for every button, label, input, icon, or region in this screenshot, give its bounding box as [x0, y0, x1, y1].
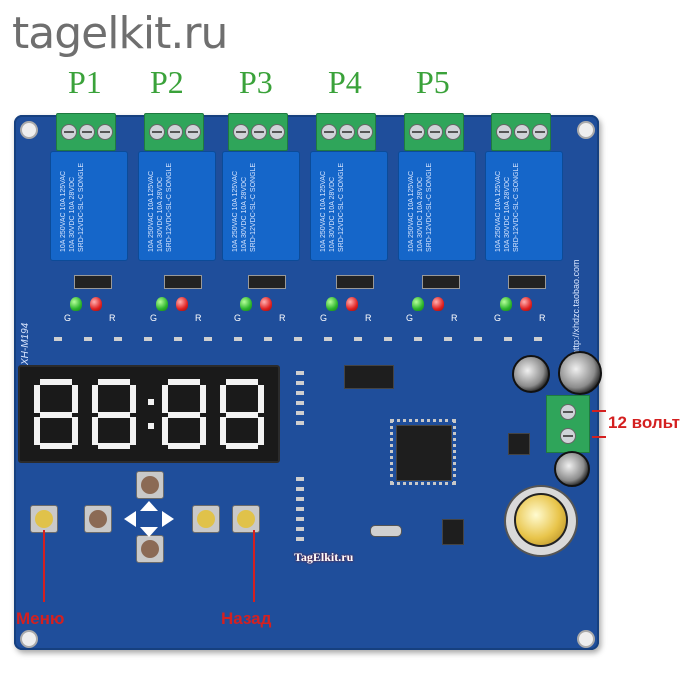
power-pointer-line	[592, 436, 606, 438]
button-5[interactable]	[192, 505, 220, 533]
display-digits-icon	[34, 379, 264, 449]
voltage-regulator	[508, 433, 530, 455]
pcb-board: 10A 250VAC 10A 125VAC 10A 30VDC 10A 28VD…	[14, 113, 602, 650]
transistor-chip	[422, 275, 460, 289]
transistor-chip	[508, 275, 546, 289]
relay-text: 10A 250VAC 10A 125VAC 10A 30VDC 10A 28VD…	[60, 162, 85, 252]
green-led-icon	[326, 297, 338, 311]
battery-icon	[514, 493, 568, 547]
red-led-icon	[346, 297, 358, 311]
relay-body: 10A 250VAC 10A 125VAC 10A 30VDC 10A 28VD…	[50, 151, 128, 261]
screw-terminal	[316, 113, 376, 151]
red-led-icon	[90, 297, 102, 311]
green-led-icon	[240, 297, 252, 311]
menu-annotation: Меню	[16, 609, 65, 628]
capacitor	[558, 351, 602, 395]
relay-text: 10A 250VAC 10A 125VAC 10A 30VDC 10A 28VD…	[495, 162, 520, 252]
menu-pointer-line	[43, 530, 45, 602]
relay-label-p1: P1	[68, 64, 102, 100]
capacitor	[554, 451, 590, 487]
board-watermark: TagElkit.ru	[294, 550, 354, 564]
crystal	[370, 525, 402, 537]
relay-label-p2: P2	[150, 64, 184, 100]
relay-label-p5: P5	[416, 64, 450, 100]
mount-hole-icon	[20, 121, 38, 139]
down-button[interactable]	[136, 535, 164, 563]
red-led-icon	[260, 297, 272, 311]
relay-text: 10A 250VAC 10A 125VAC 10A 30VDC 10A 28VD…	[232, 162, 257, 252]
led-letter-r: R	[451, 313, 458, 323]
led-letter-r: R	[365, 313, 372, 323]
seven-segment-display	[18, 365, 280, 463]
transistor-chip	[248, 275, 286, 289]
mount-hole-icon	[20, 630, 38, 648]
green-led-icon	[412, 297, 424, 311]
relay-text: 10A 250VAC 10A 125VAC 10A 30VDC 10A 28VD…	[148, 162, 173, 252]
microcontroller-chip	[396, 425, 452, 481]
relay-body: 10A 250VAC 10A 125VAC 10A 30VDC 10A 28VD…	[398, 151, 476, 261]
red-led-icon	[176, 297, 188, 311]
screw-terminal	[228, 113, 288, 151]
transistor-chip	[74, 275, 112, 289]
led-letter-g: G	[150, 313, 158, 323]
site-name: tagelkit.ru	[12, 8, 228, 59]
menu-button[interactable]	[30, 505, 58, 533]
back-pointer-line	[253, 530, 255, 602]
relay-label-p3: P3	[239, 64, 273, 100]
screw-terminal	[56, 113, 116, 151]
relay-text: 10A 250VAC 10A 125VAC 10A 30VDC 10A 28VD…	[408, 162, 433, 252]
screw-terminal	[144, 113, 204, 151]
chip-pins	[390, 419, 456, 485]
screw-terminal	[491, 113, 551, 151]
arrow-cross-icon	[124, 501, 174, 537]
back-button[interactable]	[232, 505, 260, 533]
relay-body: 10A 250VAC 10A 125VAC 10A 30VDC 10A 28VD…	[222, 151, 300, 261]
led-letter-g: G	[320, 313, 328, 323]
led-letter-r: R	[195, 313, 202, 323]
mount-hole-icon	[577, 630, 595, 648]
relay-body: 10A 250VAC 10A 125VAC 10A 30VDC 10A 28VD…	[138, 151, 216, 261]
relay-body: 10A 250VAC 10A 125VAC 10A 30VDC 10A 28VD…	[310, 151, 388, 261]
transistor-chip	[164, 275, 202, 289]
relay-label-p4: P4	[328, 64, 362, 100]
screw-terminal	[404, 113, 464, 151]
button-2[interactable]	[84, 505, 112, 533]
led-letter-r: R	[109, 313, 116, 323]
power-annotation: 12 вольт	[608, 413, 680, 432]
soic-chip	[344, 365, 394, 389]
green-led-icon	[500, 297, 512, 311]
led-letter-g: G	[406, 313, 414, 323]
power-pointer-line	[592, 410, 606, 412]
led-letter-g: G	[234, 313, 242, 323]
back-annotation: Назад	[221, 609, 272, 628]
red-led-icon	[432, 297, 444, 311]
board-url-text: http://xhdzc.taobao.com	[571, 259, 581, 355]
red-led-icon	[520, 297, 532, 311]
power-terminal	[546, 395, 590, 453]
transistor-chip	[336, 275, 374, 289]
led-letter-g: G	[494, 313, 502, 323]
mount-hole-icon	[577, 121, 595, 139]
green-led-icon	[156, 297, 168, 311]
relay-text: 10A 250VAC 10A 125VAC 10A 30VDC 10A 28VD…	[320, 162, 345, 252]
led-letter-g: G	[64, 313, 72, 323]
up-button[interactable]	[136, 471, 164, 499]
board-model-text: XH-M194	[20, 322, 31, 365]
capacitor	[512, 355, 550, 393]
eeprom-chip	[442, 519, 464, 545]
led-letter-r: R	[539, 313, 546, 323]
relay-body: 10A 250VAC 10A 125VAC 10A 30VDC 10A 28VD…	[485, 151, 563, 261]
led-letter-r: R	[279, 313, 286, 323]
green-led-icon	[70, 297, 82, 311]
